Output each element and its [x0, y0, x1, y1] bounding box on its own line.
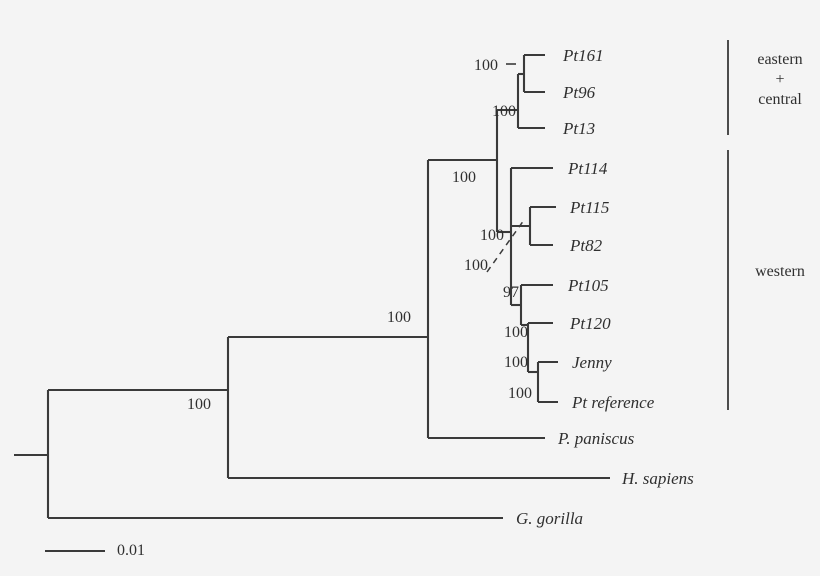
taxon-label-p-paniscus: P. paniscus — [558, 429, 635, 448]
support-label-pt115-pt82: 100 — [464, 257, 488, 274]
support-label-eastern-central: 100 — [492, 103, 516, 120]
support-label-ptref-clade: 100 — [508, 385, 532, 402]
support-label-chimp-crown: 100 — [452, 169, 476, 186]
scale-bar-label: 0.01 — [117, 542, 145, 559]
taxon-label-pt82: Pt82 — [570, 236, 603, 255]
group-label-eastern-central: eastern + central — [757, 51, 803, 108]
taxon-label-h-sapiens: H. sapiens — [622, 469, 694, 488]
support-label-pt161-pt96: 100 — [474, 57, 498, 74]
support-label-western-upper: 100 — [480, 227, 504, 244]
support-label-pt120-clade: 100 — [504, 324, 528, 341]
taxon-label-pt13: Pt13 — [563, 119, 596, 138]
support-label-pan-genus: 100 — [187, 396, 211, 413]
taxon-label-pt120: Pt120 — [570, 314, 611, 333]
taxon-label-pt-reference: Pt reference — [572, 393, 655, 412]
taxon-label-pt96: Pt96 — [563, 83, 596, 102]
support-label-pt105-clade: 97 — [503, 284, 519, 301]
taxon-label-pt115: Pt115 — [570, 198, 610, 217]
taxon-label-jenny: Jenny — [572, 353, 612, 372]
support-label-pan-troglodytes: 100 — [387, 309, 411, 326]
taxon-label-g-gorilla: G. gorilla — [516, 509, 584, 528]
group-label-western: western — [755, 263, 805, 280]
support-label-jenny-clade: 100 — [504, 354, 528, 371]
taxon-label-pt105: Pt105 — [568, 276, 609, 295]
taxon-label-pt161: Pt161 — [563, 46, 604, 65]
taxon-label-pt114: Pt114 — [568, 159, 608, 178]
